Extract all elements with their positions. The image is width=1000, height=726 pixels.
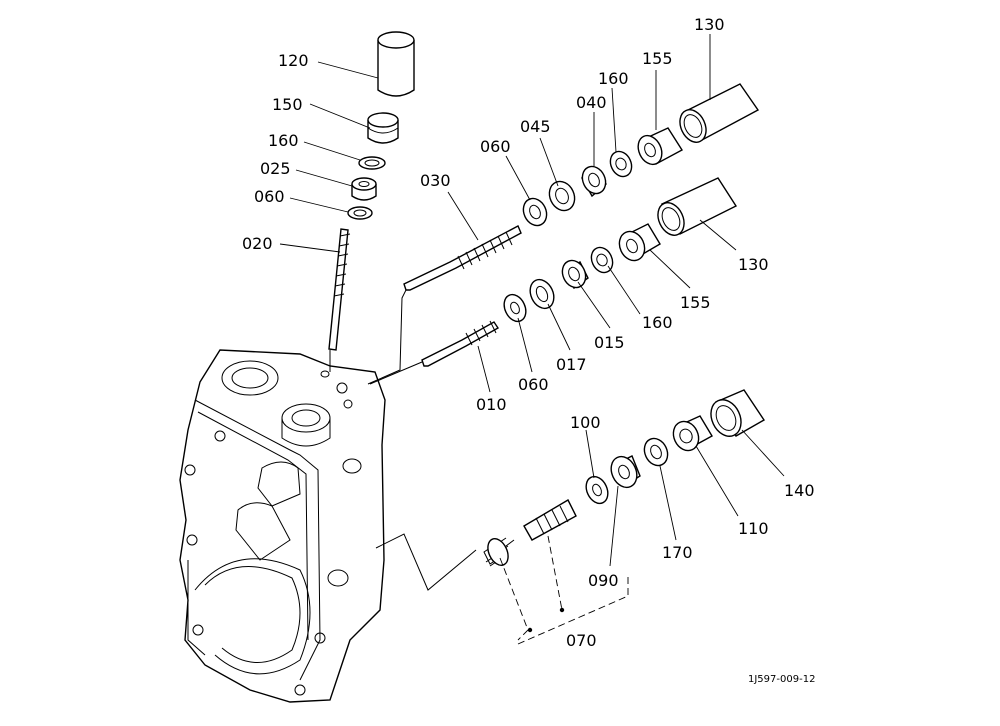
part-160-ring-low: [590, 246, 614, 274]
label-015: 015: [594, 333, 625, 352]
part-160-ring-mid: [609, 150, 633, 178]
part-100-washer: [585, 475, 609, 505]
part-120-sleeve: [377, 31, 415, 97]
label-020: 020: [242, 234, 273, 253]
label-030: 030: [420, 171, 451, 190]
part-060-washer-low: [503, 293, 527, 323]
label-025: 025: [260, 159, 291, 178]
label-060: 060: [480, 137, 511, 156]
label-160: 160: [598, 69, 629, 88]
label-060: 060: [518, 375, 549, 394]
part-070-spring: [483, 537, 515, 567]
leader-lines: [279, 34, 785, 567]
dot-marker: [559, 607, 565, 613]
label-060: 060: [254, 187, 285, 206]
part-155-plug-top: [637, 127, 683, 166]
part-110-plug: [672, 415, 713, 452]
dot-marker: [527, 627, 533, 633]
label-160: 160: [642, 313, 673, 332]
label-045: 045: [520, 117, 551, 136]
label-160: 160: [268, 131, 299, 150]
label-150: 150: [272, 95, 303, 114]
part-150-plug: [367, 112, 399, 144]
part-170-ring: [643, 437, 669, 467]
part-155-plug-mid: [618, 223, 661, 262]
label-140: 140: [784, 481, 815, 500]
part-130-sleeve-top: [679, 83, 760, 143]
label-130: 130: [694, 15, 725, 34]
part-160-ring-top: [358, 156, 386, 170]
label-017: 017: [556, 355, 587, 374]
part-020-stem: [328, 228, 351, 351]
reference-code: 1J597-009-12: [748, 674, 815, 685]
label-155: 155: [680, 293, 711, 312]
part-030-stem: [403, 225, 522, 291]
label-010: 010: [476, 395, 507, 414]
part-010-stem: [421, 320, 500, 367]
part-130-sleeve-mid: [657, 177, 738, 236]
part-labels: 120 150 160 025 060 020 030 060 045 040 …: [242, 15, 815, 685]
part-040-nut: [581, 165, 607, 198]
label-155: 155: [642, 49, 673, 68]
label-170: 170: [662, 543, 693, 562]
label-040: 040: [576, 93, 607, 112]
part-045-ring: [548, 180, 576, 212]
part-015-nut: [561, 259, 589, 290]
label-130: 130: [738, 255, 769, 274]
label-110: 110: [738, 519, 769, 538]
label-070: 070: [566, 631, 597, 650]
valve-housing: [179, 349, 386, 703]
label-120: 120: [278, 51, 309, 70]
part-060-washer-mid: [522, 197, 548, 227]
assembly-centerlines: [329, 289, 629, 645]
part-017-ring: [529, 278, 555, 310]
label-100: 100: [570, 413, 601, 432]
part-140-sleeve: [710, 389, 765, 437]
part-070-stem: [523, 499, 577, 541]
part-090-nut: [610, 455, 641, 489]
label-090: 090: [588, 571, 619, 590]
part-025-nut: [351, 177, 377, 201]
part-060-washer-top: [347, 206, 373, 220]
